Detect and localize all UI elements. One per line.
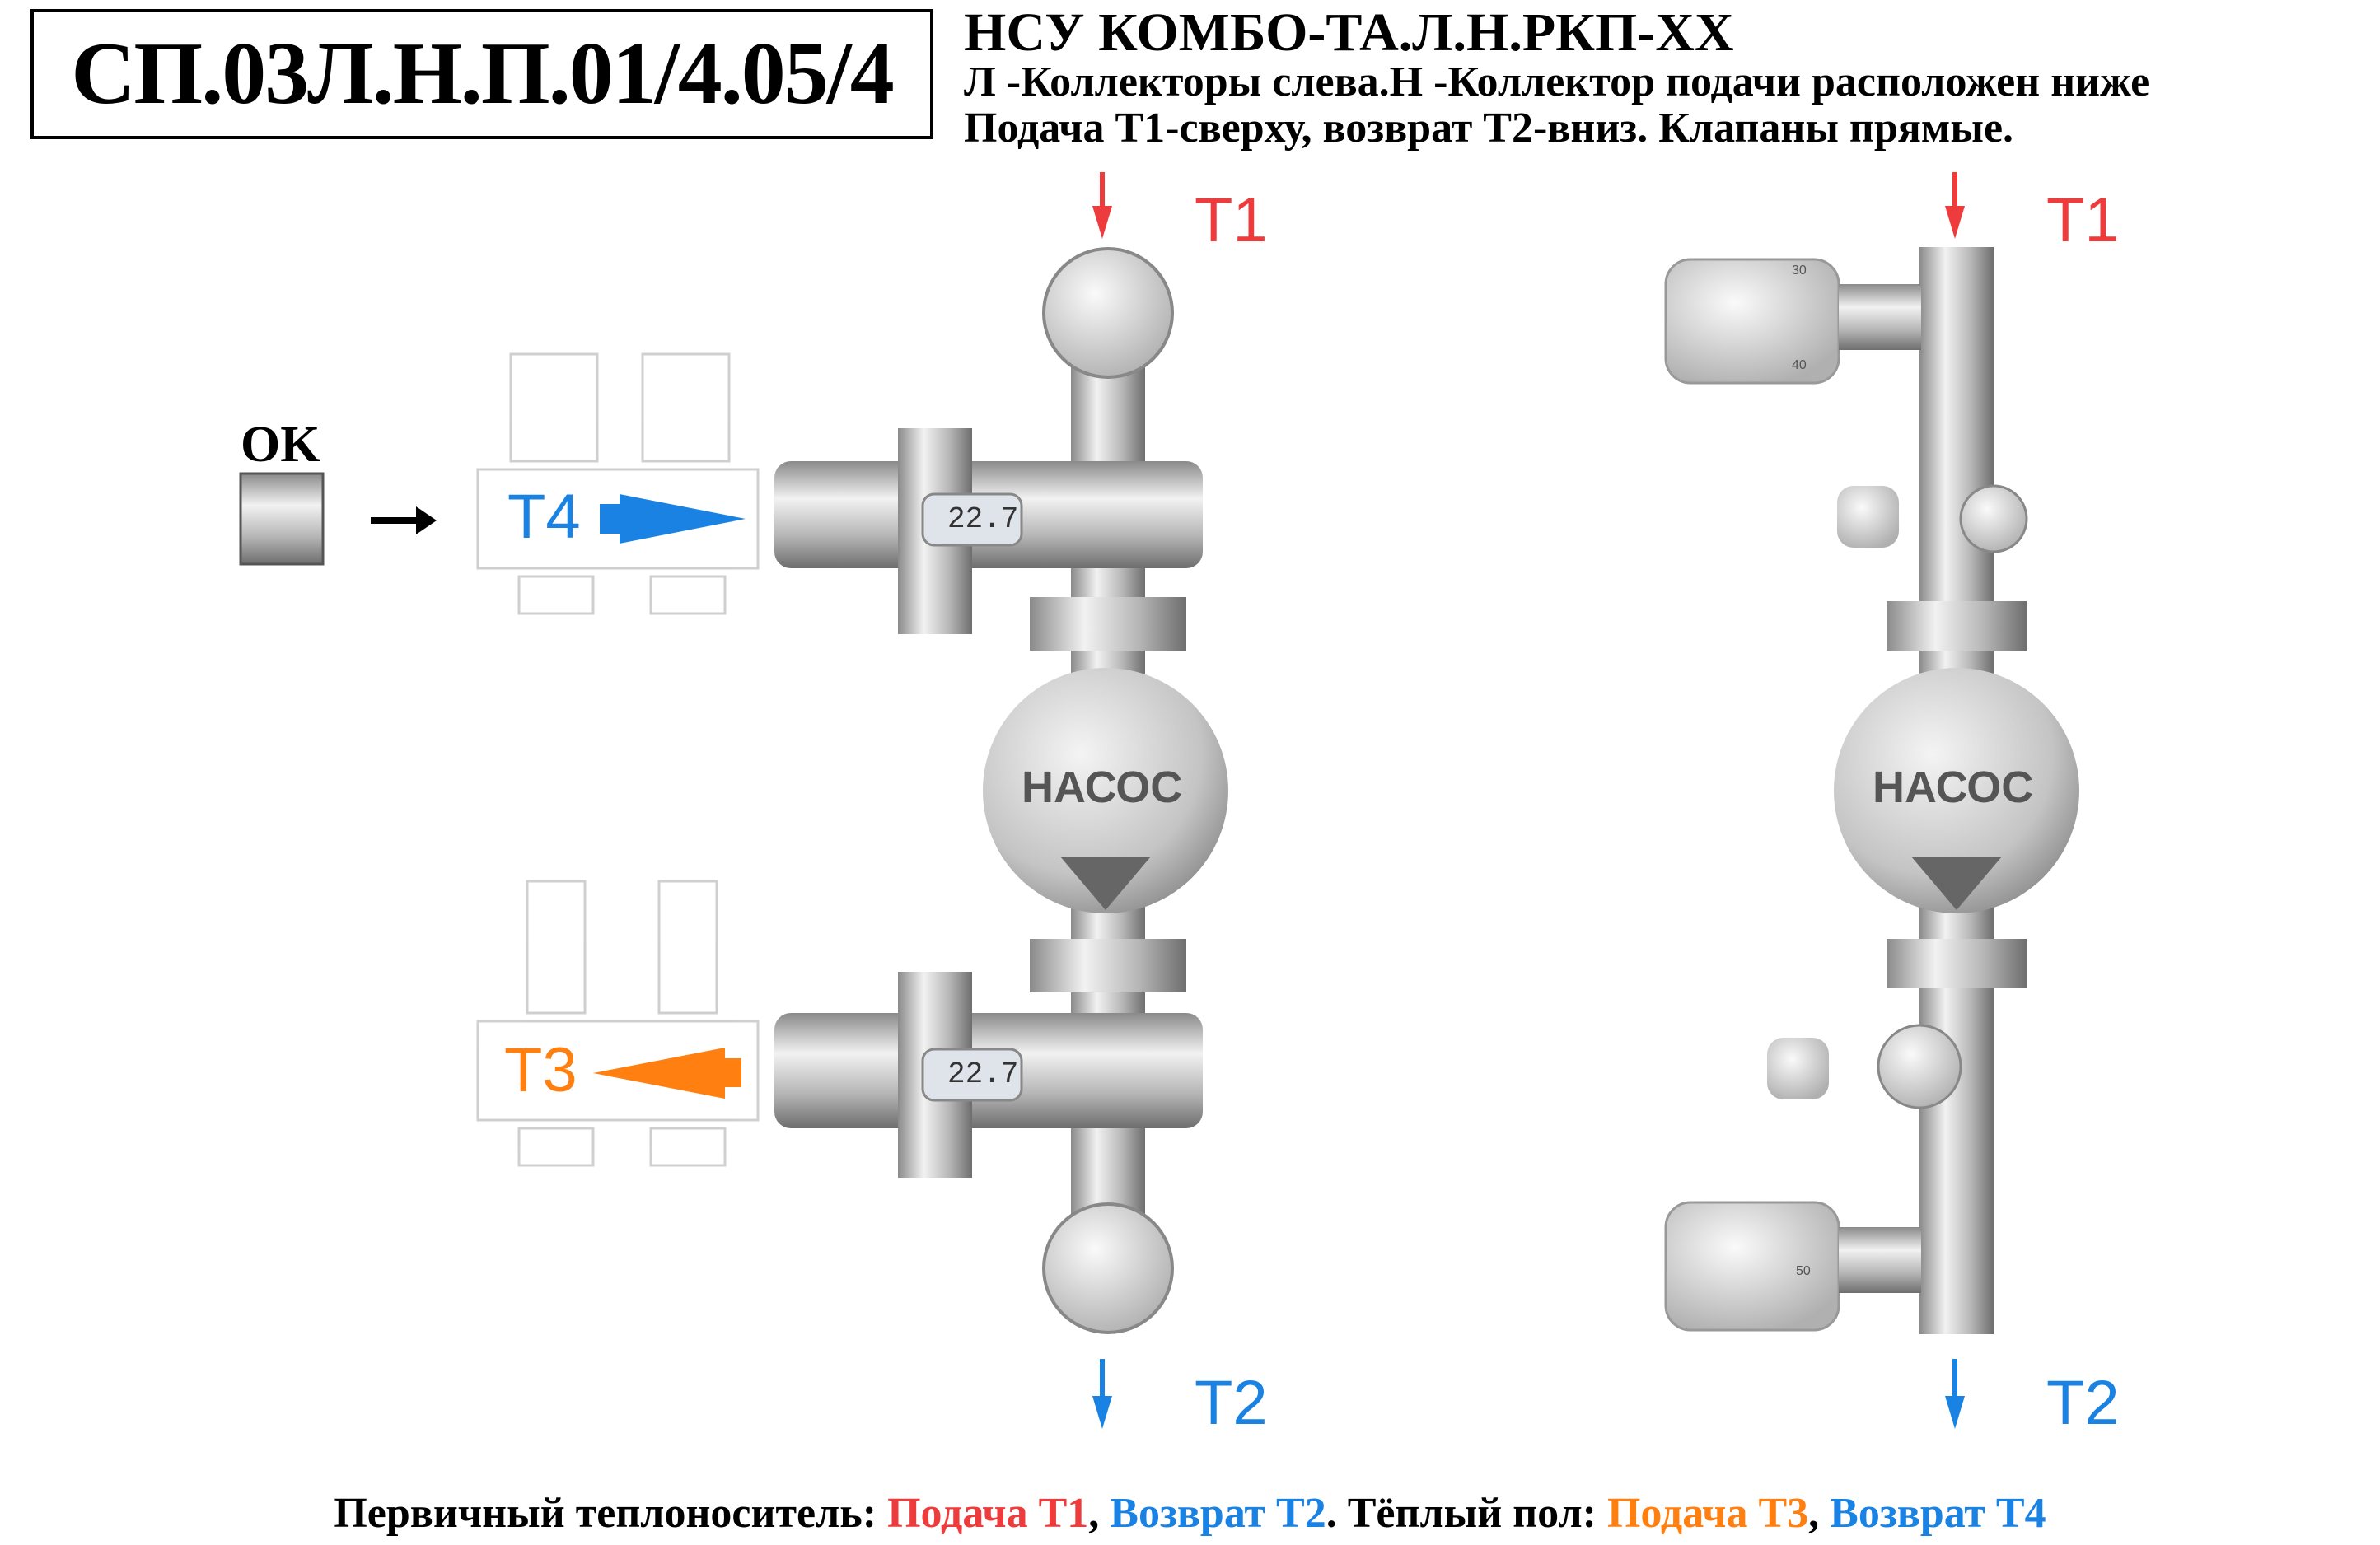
t3-arrow-icon bbox=[593, 1048, 741, 1099]
label-t1-right: T1 bbox=[2046, 185, 2120, 255]
upper-thermostatic-head bbox=[1664, 258, 1840, 385]
legend-return-t4: Возврат Т4 bbox=[1830, 1490, 2046, 1537]
pump-label-right: НАСОС bbox=[1873, 763, 2034, 812]
thermometer-reading-lower: 22.7 bbox=[947, 1057, 1019, 1091]
footer-separator: , bbox=[1088, 1490, 1111, 1537]
t2-arrow-left-icon bbox=[1092, 1359, 1112, 1429]
scale-30: 30 bbox=[1792, 264, 1807, 278]
header-description-1: Л -Коллекторы слева.Н -Коллектор подачи … bbox=[964, 58, 2150, 105]
footer-floor-heating-label: . Тёплый пол: bbox=[1326, 1490, 1607, 1537]
right-pump bbox=[1834, 668, 2079, 913]
faded-collector-bottom bbox=[476, 880, 760, 1167]
t2-arrow-right-icon bbox=[1945, 1359, 1965, 1429]
thermometer-reading-upper: 22.7 bbox=[947, 502, 1019, 536]
lower-thermostatic-head bbox=[1664, 1201, 1840, 1332]
header-description-2: Подача Т1-сверху, возврат Т2-вниз. Клапа… bbox=[964, 105, 2014, 152]
label-t2-right: T2 bbox=[2046, 1368, 2120, 1438]
left-assembly bbox=[774, 247, 1228, 1334]
header-product-name: НСУ КОМБО-ТА.Л.Н.РКП-XX bbox=[964, 2, 1734, 63]
t1-arrow-right-icon bbox=[1945, 172, 1965, 239]
title-code-box: СП.03Л.Н.П.01/4.05/4 bbox=[30, 9, 933, 139]
upper-valve-cap bbox=[1042, 247, 1174, 379]
faded-collector-top bbox=[476, 352, 760, 615]
label-ok: OK bbox=[241, 417, 320, 473]
lower-valve-cap bbox=[1042, 1202, 1174, 1334]
scale-40: 40 bbox=[1792, 358, 1807, 372]
label-t2-left: T2 bbox=[1195, 1368, 1268, 1438]
label-t4: T4 bbox=[507, 482, 581, 552]
pump-label-left: НАСОС bbox=[1022, 763, 1183, 812]
footer-legend: Первичный теплоноситель: Подача Т1, Возв… bbox=[0, 1489, 2380, 1538]
lower-thermometer bbox=[921, 1048, 1023, 1102]
scale-50: 50 bbox=[1796, 1264, 1811, 1278]
ok-fitting-icon bbox=[239, 472, 437, 566]
t4-arrow-icon bbox=[600, 494, 746, 544]
title-code: СП.03Л.Н.П.01/4.05/4 bbox=[71, 25, 894, 123]
legend-return-t2: Возврат Т2 bbox=[1110, 1490, 1326, 1537]
pump-direction-triangle bbox=[1060, 857, 1151, 910]
label-t1-left: T1 bbox=[1195, 185, 1268, 255]
right-assembly bbox=[1664, 247, 2079, 1334]
legend-supply-t3: Подача Т3 bbox=[1606, 1490, 1809, 1537]
footer-prefix: Первичный теплоноситель: bbox=[334, 1490, 888, 1537]
legend-supply-t1: Подача Т1 bbox=[887, 1490, 1089, 1537]
footer-separator: , bbox=[1808, 1490, 1831, 1537]
t1-arrow-left-icon bbox=[1092, 172, 1112, 239]
label-t3: T3 bbox=[504, 1035, 577, 1105]
left-pump bbox=[983, 668, 1228, 913]
upper-thermometer bbox=[921, 492, 1023, 547]
